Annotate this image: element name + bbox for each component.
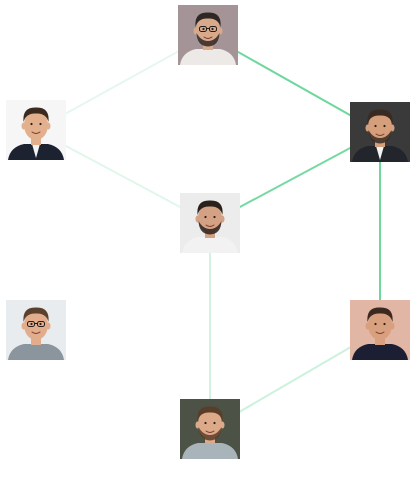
avatar-hair <box>195 12 221 27</box>
avatar-hair <box>23 107 49 122</box>
avatar-face <box>368 310 392 340</box>
avatar-shirt <box>8 344 64 360</box>
avatar-hair <box>367 109 393 124</box>
avatar-shirt <box>352 344 408 360</box>
avatar-shirt <box>182 237 238 253</box>
avatar-face <box>24 310 48 340</box>
avatar-left-lower[interactable] <box>6 300 66 360</box>
avatar-hair <box>197 200 223 215</box>
avatar-hair <box>197 406 223 421</box>
avatar-hair <box>367 307 393 322</box>
avatar-top[interactable] <box>178 5 238 65</box>
avatar-bottom[interactable] <box>180 399 240 459</box>
avatar-shirt <box>180 49 236 65</box>
avatar-center[interactable] <box>180 193 240 253</box>
avatar-face <box>196 15 220 45</box>
avatar-face <box>24 110 48 140</box>
avatar-face <box>198 409 222 439</box>
avatar-left-upper[interactable] <box>6 100 66 160</box>
avatar-right-upper[interactable] <box>350 102 410 162</box>
avatar-right-lower[interactable] <box>350 300 410 360</box>
avatar-shirt <box>182 443 238 459</box>
avatar-hair <box>23 307 49 322</box>
avatar-face <box>368 112 392 142</box>
avatar-face <box>198 203 222 233</box>
nodes-layer <box>6 5 410 459</box>
